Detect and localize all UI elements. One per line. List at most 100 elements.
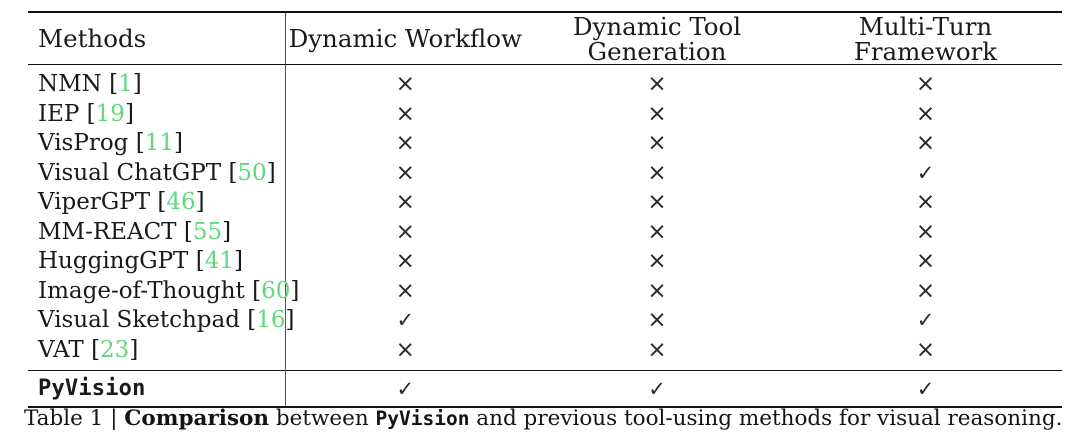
column-header-methods: Methods [28, 11, 285, 65]
citation-number[interactable]: 41 [204, 248, 234, 275]
cell-vat-dynamic-workflow: × [284, 335, 525, 371]
cell-visprog-dynamic-tool-generation: × [647, 130, 667, 157]
cell-mm-react-dynamic-workflow: × [284, 217, 525, 247]
table-row: VisProg [11]××× [28, 129, 1062, 159]
citation-number[interactable]: 16 [256, 307, 286, 334]
method-label: MM-REACT [38, 218, 177, 245]
table-row: MM-REACT [55]××× [28, 217, 1062, 248]
method-label: VisProg [38, 130, 129, 157]
method-label: Image-of-Thought [38, 277, 245, 304]
citation-bracket-open: [ [135, 130, 145, 157]
cell-nmn-dynamic-tool-generation: × [647, 71, 667, 98]
citation-bracket-open: [ [228, 159, 238, 186]
caption-mid-text: between [269, 406, 376, 431]
citation-number[interactable]: 11 [144, 130, 174, 157]
table-row-pyvision: PyVision ✓ ✓ ✓ [28, 370, 1062, 408]
citation-number[interactable]: 19 [95, 100, 125, 127]
citation-bracket-close: ] [195, 189, 205, 216]
cell-pyvision-dynamic-workflow: ✓ [284, 370, 525, 408]
table-caption: Table 1 | Comparison between PyVision an… [24, 406, 1064, 433]
table-row: NMN [1]××× [28, 64, 1062, 100]
table-row: IEP [19]××× [28, 99, 1062, 130]
cell-pyvision-multi-turn-framework: ✓ [789, 370, 1062, 408]
cell-visual-chatgpt-dynamic-workflow: × [284, 158, 525, 188]
method-label: VAT [38, 336, 84, 363]
caption-bold-term: Comparison [124, 406, 270, 431]
caption-label: Table 1 | [24, 406, 125, 431]
citation-number[interactable]: 23 [100, 336, 130, 363]
method-name-visprog: VisProg [11] [28, 129, 285, 159]
citation-bracket-close: ] [285, 307, 295, 334]
table-highlight-body: PyVision ✓ ✓ ✓ [28, 370, 1062, 408]
method-label: ViperGPT [38, 189, 151, 216]
method-name-mm-react: MM-REACT [55] [28, 218, 285, 248]
method-label: NMN [38, 71, 102, 98]
column-header-dynamic-tool-generation: Dynamic Tool Generation [525, 11, 789, 65]
citation-bracket-open: [ [183, 218, 193, 245]
table-row: Visual Sketchpad [16]✓×✓ [28, 306, 1062, 336]
method-name-visual-sketchpad: Visual Sketchpad [16] [28, 306, 295, 336]
citation-bracket-close: ] [290, 277, 300, 304]
column-header-dynamic-workflow: Dynamic Workflow [284, 11, 525, 65]
caption-tail-text: and previous tool-using methods for visu… [469, 406, 1063, 431]
cell-iep-dynamic-workflow: × [284, 99, 525, 129]
table-header: Methods Dynamic Workflow Dynamic Tool Ge… [28, 11, 1062, 65]
cell-vipergpt-dynamic-workflow: × [284, 188, 525, 218]
citation-bracket-close: ] [266, 159, 276, 186]
method-name-vat: VAT [23] [28, 336, 285, 371]
cell-vipergpt-dynamic-tool-generation: × [647, 189, 667, 216]
cell-visprog-dynamic-workflow: × [284, 129, 525, 159]
table-row: Visual ChatGPT [50]××✓ [28, 158, 1062, 189]
cell-hugginggpt-dynamic-tool-generation: × [647, 248, 667, 275]
cell-hugginggpt-dynamic-workflow: × [284, 247, 525, 277]
method-name-image-of-thought: Image-of-Thought [60] [28, 277, 299, 307]
method-label: Visual Sketchpad [38, 307, 240, 334]
citation-bracket-close: ] [129, 336, 139, 363]
table-body: NMN [1]×××IEP [19]×××VisProg [11]×××Visu… [28, 64, 1062, 371]
citation-number[interactable]: 46 [166, 189, 196, 216]
table-row: VAT [23]××× [28, 335, 1062, 371]
cell-visprog-multi-turn-framework: × [915, 130, 936, 157]
citation-number[interactable]: 1 [118, 71, 133, 98]
citation-bracket-close: ] [124, 100, 134, 127]
cell-mm-react-dynamic-tool-generation: × [647, 218, 667, 245]
method-label: Visual ChatGPT [38, 159, 222, 186]
cell-vipergpt-multi-turn-framework: × [915, 189, 936, 216]
table-row: ViperGPT [46]××× [28, 188, 1062, 218]
citation-number[interactable]: 60 [261, 277, 291, 304]
method-name-visual-chatgpt: Visual ChatGPT [50] [28, 159, 285, 189]
citation-bracket-open: [ [252, 277, 262, 304]
citation-bracket-close: ] [132, 71, 142, 98]
table-row: Image-of-Thought [60]××× [28, 276, 1062, 307]
cell-image-of-thought-multi-turn-framework: × [915, 277, 936, 304]
cell-hugginggpt-multi-turn-framework: × [915, 248, 936, 275]
cell-mm-react-multi-turn-framework: × [915, 218, 936, 245]
citation-number[interactable]: 55 [192, 218, 223, 245]
method-name-iep: IEP [19] [28, 100, 285, 130]
cell-vat-multi-turn-framework: × [915, 336, 936, 363]
header-row: Methods Dynamic Workflow Dynamic Tool Ge… [28, 11, 1062, 65]
citation-bracket-close: ] [173, 130, 183, 157]
citation-bracket-close: ] [233, 248, 243, 275]
cell-iep-dynamic-tool-generation: × [647, 100, 667, 127]
citation-bracket-open: [ [86, 100, 96, 127]
citation-bracket-open: [ [195, 248, 205, 275]
table-row: HuggingGPT [41] × × × [28, 247, 1062, 277]
citation-bracket-open: [ [247, 307, 257, 334]
cell-visual-chatgpt-multi-turn-framework: ✓ [916, 160, 935, 185]
comparison-table: Methods Dynamic Workflow Dynamic Tool Ge… [28, 11, 1062, 408]
citation-bracket-open: [ [157, 189, 167, 216]
cell-pyvision-dynamic-tool-generation: ✓ [525, 370, 789, 408]
method-name-pyvision: PyVision [28, 370, 285, 408]
cell-visual-sketchpad-multi-turn-framework: ✓ [916, 308, 935, 333]
method-label: HuggingGPT [38, 248, 189, 275]
cell-image-of-thought-dynamic-tool-generation: × [647, 277, 667, 304]
cell-nmn-multi-turn-framework: × [915, 71, 936, 98]
caption-mono-term: PyVision [375, 407, 470, 430]
citation-number[interactable]: 50 [237, 159, 267, 186]
cell-visual-sketchpad-dynamic-tool-generation: × [647, 307, 667, 334]
method-name-vipergpt: ViperGPT [46] [28, 188, 285, 218]
cell-visual-sketchpad-dynamic-workflow: ✓ [284, 306, 525, 336]
citation-bracket-open: [ [91, 336, 101, 363]
